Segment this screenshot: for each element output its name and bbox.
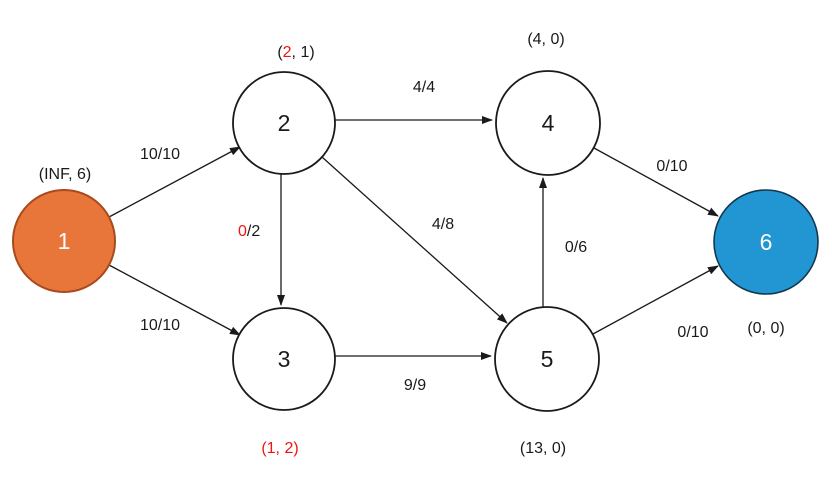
edge-2-5 bbox=[321, 156, 508, 324]
node-1-label: 1 bbox=[58, 228, 71, 254]
node-2-label: 2 bbox=[278, 110, 291, 136]
edge-1-2 bbox=[108, 146, 241, 218]
node-3-label: 3 bbox=[278, 346, 291, 372]
edge-1-3 bbox=[108, 264, 241, 336]
node-6-annotation: (0, 0) bbox=[747, 320, 784, 337]
edge-label-2-3-flow: 0 bbox=[238, 223, 247, 240]
node-4 bbox=[495, 70, 601, 176]
node-4-label: 4 bbox=[542, 110, 555, 136]
edge-label-1-2: 10/10 bbox=[140, 146, 180, 163]
node-5-label: 5 bbox=[541, 346, 554, 372]
node-1-annotation: (INF, 6) bbox=[39, 166, 91, 183]
edge-label-2-3-capacity: /2 bbox=[247, 223, 260, 240]
node-5 bbox=[494, 306, 600, 412]
edge-label-5-4: 0/6 bbox=[565, 239, 587, 256]
edge-label-2-5: 4/8 bbox=[432, 216, 454, 233]
node-2-annotation-rest: , 1) bbox=[292, 44, 315, 61]
edge-label-1-3: 10/10 bbox=[140, 317, 180, 334]
node-2-annotation-highlight: 2 bbox=[283, 44, 292, 61]
edge-label-3-5: 9/9 bbox=[404, 377, 426, 394]
edge-label-5-6: 0/10 bbox=[677, 324, 708, 341]
edge-label-2-3: 0/2 bbox=[238, 223, 260, 240]
node-1 bbox=[12, 189, 116, 293]
node-2-annotation-open: ( bbox=[277, 44, 283, 61]
node-6-label: 6 bbox=[760, 229, 773, 255]
node-3 bbox=[232, 307, 336, 411]
edge-4-6 bbox=[593, 147, 719, 217]
node-6 bbox=[713, 189, 819, 295]
edge-5-6 bbox=[592, 265, 719, 335]
edge-label-4-6: 0/10 bbox=[656, 158, 687, 175]
node-2-annotation: (2, 1) bbox=[277, 44, 314, 61]
node-4-annotation: (4, 0) bbox=[527, 31, 564, 48]
node-2 bbox=[232, 71, 336, 175]
node-5-annotation: (13, 0) bbox=[520, 440, 566, 457]
edge-label-2-4: 4/4 bbox=[413, 79, 435, 96]
node-3-annotation: (1, 2) bbox=[261, 440, 298, 457]
